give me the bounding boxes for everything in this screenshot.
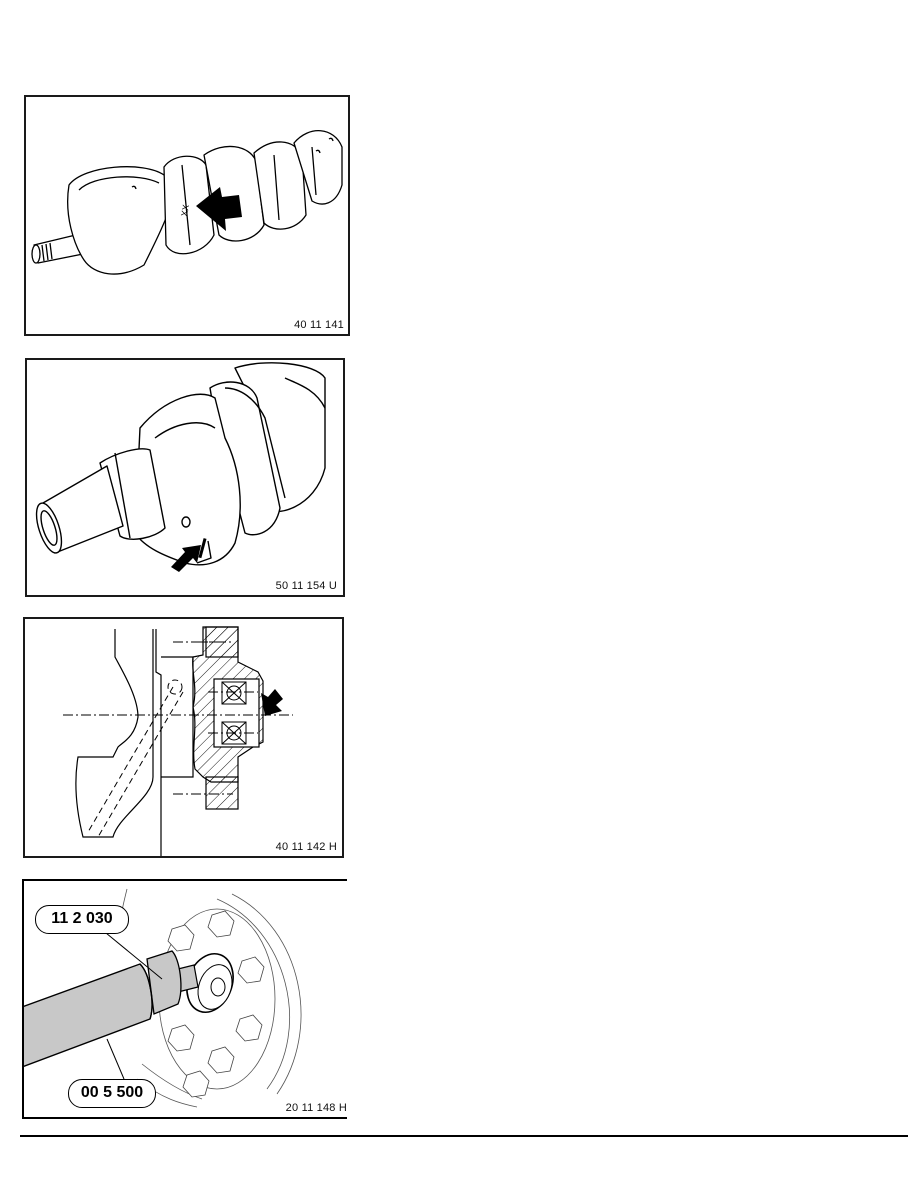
web-marking: XX <box>179 204 191 218</box>
tool-callout-00-5-500: 00 5 500 <box>68 1079 156 1108</box>
figure-caption: 40 11 142 H <box>275 841 337 853</box>
figure-caption: 40 11 141 <box>294 319 344 331</box>
figure-caption: 50 11 154 U <box>275 580 337 592</box>
footer-rule <box>20 1135 908 1137</box>
crankshaft-front-illustration <box>35 362 326 572</box>
figure-bearing-cross-section: 40 11 142 H <box>23 617 344 858</box>
figure-caption: 20 11 148 H <box>285 1102 347 1114</box>
figure-frame <box>23 617 344 858</box>
arrow-icon <box>196 187 242 231</box>
arrow-icon <box>171 545 201 572</box>
crankshaft-illustration: XX <box>31 130 343 275</box>
figure-frame <box>25 358 345 597</box>
figure-crankshaft-overview: XX 40 11 141 <box>24 95 350 336</box>
tool-illustration <box>22 888 302 1108</box>
figure-frame <box>22 879 347 1119</box>
arrow-icon <box>261 689 283 716</box>
figure-crankshaft-front-end: 50 11 154 U <box>25 358 345 597</box>
figure-frame <box>24 95 350 336</box>
cross-section-illustration <box>63 626 293 857</box>
tool-callout-11-2-030: 11 2 030 <box>35 905 129 934</box>
marking-line <box>198 538 207 559</box>
figure-special-tool: 11 2 030 00 5 500 20 11 148 H <box>22 879 347 1119</box>
